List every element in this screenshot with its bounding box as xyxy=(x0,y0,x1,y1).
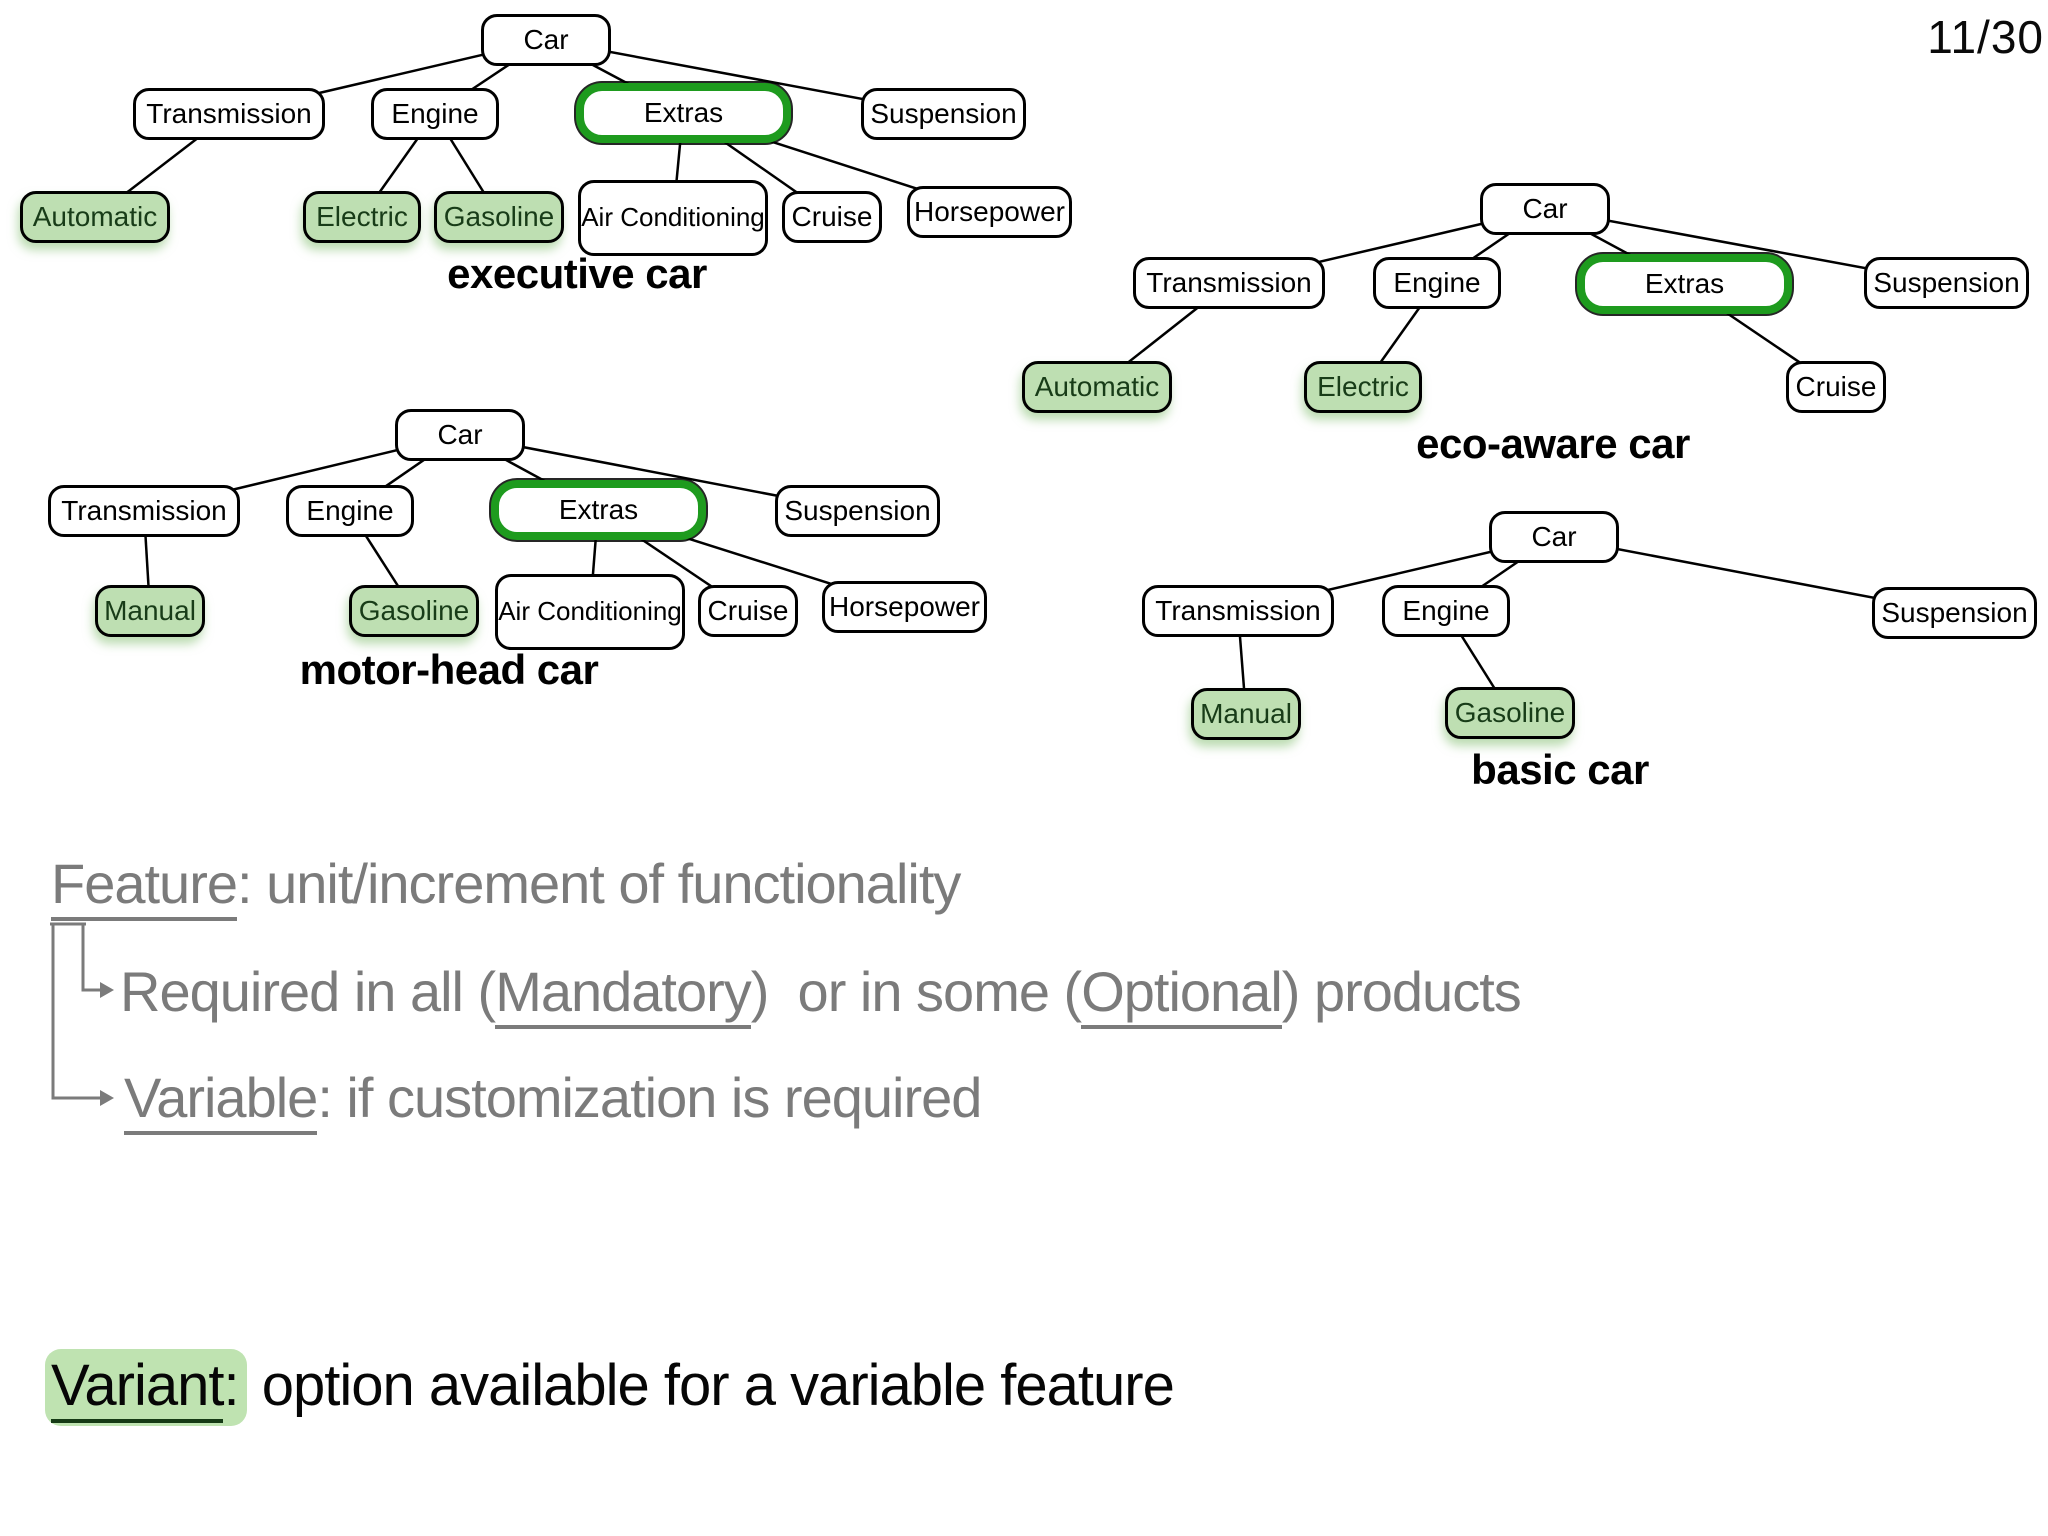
glossary-mandatory-term: Mandatory xyxy=(495,960,752,1029)
glossary-bracket-connector xyxy=(50,922,100,1100)
node-eco-engine: Engine xyxy=(1373,257,1501,309)
node-motorhead-air-conditioning: Air Conditioning xyxy=(495,574,685,650)
glossary-feature-term: Feature xyxy=(51,852,238,921)
node-eco-automatic: Automatic xyxy=(1022,361,1172,413)
node-executive-suspension: Suspension xyxy=(861,88,1026,140)
glossary-variant-term: Variant xyxy=(51,1353,224,1423)
caption-motor-head-car: motor-head car xyxy=(299,646,599,693)
node-executive-electric: Electric xyxy=(303,191,421,243)
node-motorhead-gasoline: Gasoline xyxy=(349,585,479,637)
node-eco-transmission: Transmission xyxy=(1133,257,1325,309)
arrow-right-icon xyxy=(100,1090,114,1106)
node-motorhead-suspension: Suspension xyxy=(775,485,940,537)
glossary-variant-colon: : xyxy=(223,1353,239,1418)
node-motorhead-cruise: Cruise xyxy=(698,585,798,637)
node-executive-transmission: Transmission xyxy=(133,88,325,140)
glossary-variable-term: Variable xyxy=(124,1066,318,1135)
glossary-variable-line: Variable: if customization is required xyxy=(124,1066,982,1135)
glossary-optional-term: Optional xyxy=(1081,960,1283,1029)
glossary-feature-line: Feature: unit/increment of functionality xyxy=(51,852,961,921)
node-executive-cruise: Cruise xyxy=(782,191,882,243)
node-motorhead-transmission: Transmission xyxy=(48,485,240,537)
node-eco-suspension: Suspension xyxy=(1864,257,2029,309)
node-executive-automatic: Automatic xyxy=(20,191,170,243)
node-executive-car: Car xyxy=(481,14,611,66)
node-motorhead-horsepower: Horsepower xyxy=(822,581,987,633)
caption-basic-car: basic car xyxy=(1471,746,1649,793)
node-motorhead-extras: Extras xyxy=(491,480,706,540)
glossary-mandatory-optional-line: Required in all (Mandatory) or in some (… xyxy=(120,960,1522,1029)
glossary-variant-definition: option available for a variable feature xyxy=(246,1353,1175,1418)
glossary-required-post: ) products xyxy=(1281,960,1522,1023)
node-motorhead-engine: Engine xyxy=(286,485,414,537)
node-basic-gasoline: Gasoline xyxy=(1445,687,1575,739)
node-eco-extras: Extras xyxy=(1577,254,1792,314)
caption-eco-aware-car: eco-aware car xyxy=(1416,420,1690,467)
node-basic-suspension: Suspension xyxy=(1872,587,2037,639)
glossary-variant-line: Variant: option available for a variable… xyxy=(45,1349,1175,1426)
node-executive-horsepower: Horsepower xyxy=(907,186,1072,238)
node-executive-air-conditioning: Air Conditioning xyxy=(578,180,768,256)
node-motorhead-car: Car xyxy=(395,409,525,461)
basic-tree-edges xyxy=(1236,535,1955,715)
bracket-arrowhead-icons xyxy=(100,982,114,1106)
node-executive-gasoline: Gasoline xyxy=(434,191,564,243)
node-motorhead-manual: Manual xyxy=(95,585,205,637)
variant-term-highlight: Variant: xyxy=(45,1349,247,1426)
node-executive-extras: Extras xyxy=(576,83,791,143)
node-executive-engine: Engine xyxy=(371,88,499,140)
node-basic-engine: Engine xyxy=(1382,585,1510,637)
node-eco-car: Car xyxy=(1480,183,1610,235)
node-eco-electric: Electric xyxy=(1304,361,1422,413)
page-number: 11/30 xyxy=(1927,11,2044,63)
glossary-required-pre: Required in all ( xyxy=(120,960,496,1023)
node-basic-car: Car xyxy=(1489,511,1619,563)
node-eco-cruise: Cruise xyxy=(1786,361,1886,413)
arrow-right-icon xyxy=(100,982,114,998)
node-basic-manual: Manual xyxy=(1191,688,1301,740)
glossary-variable-definition: : if customization is required xyxy=(317,1066,982,1129)
caption-executive-car: executive car xyxy=(447,250,707,297)
glossary-feature-definition: : unit/increment of functionality xyxy=(237,852,961,915)
glossary-required-mid: ) or in some ( xyxy=(750,960,1082,1023)
node-basic-transmission: Transmission xyxy=(1142,585,1334,637)
